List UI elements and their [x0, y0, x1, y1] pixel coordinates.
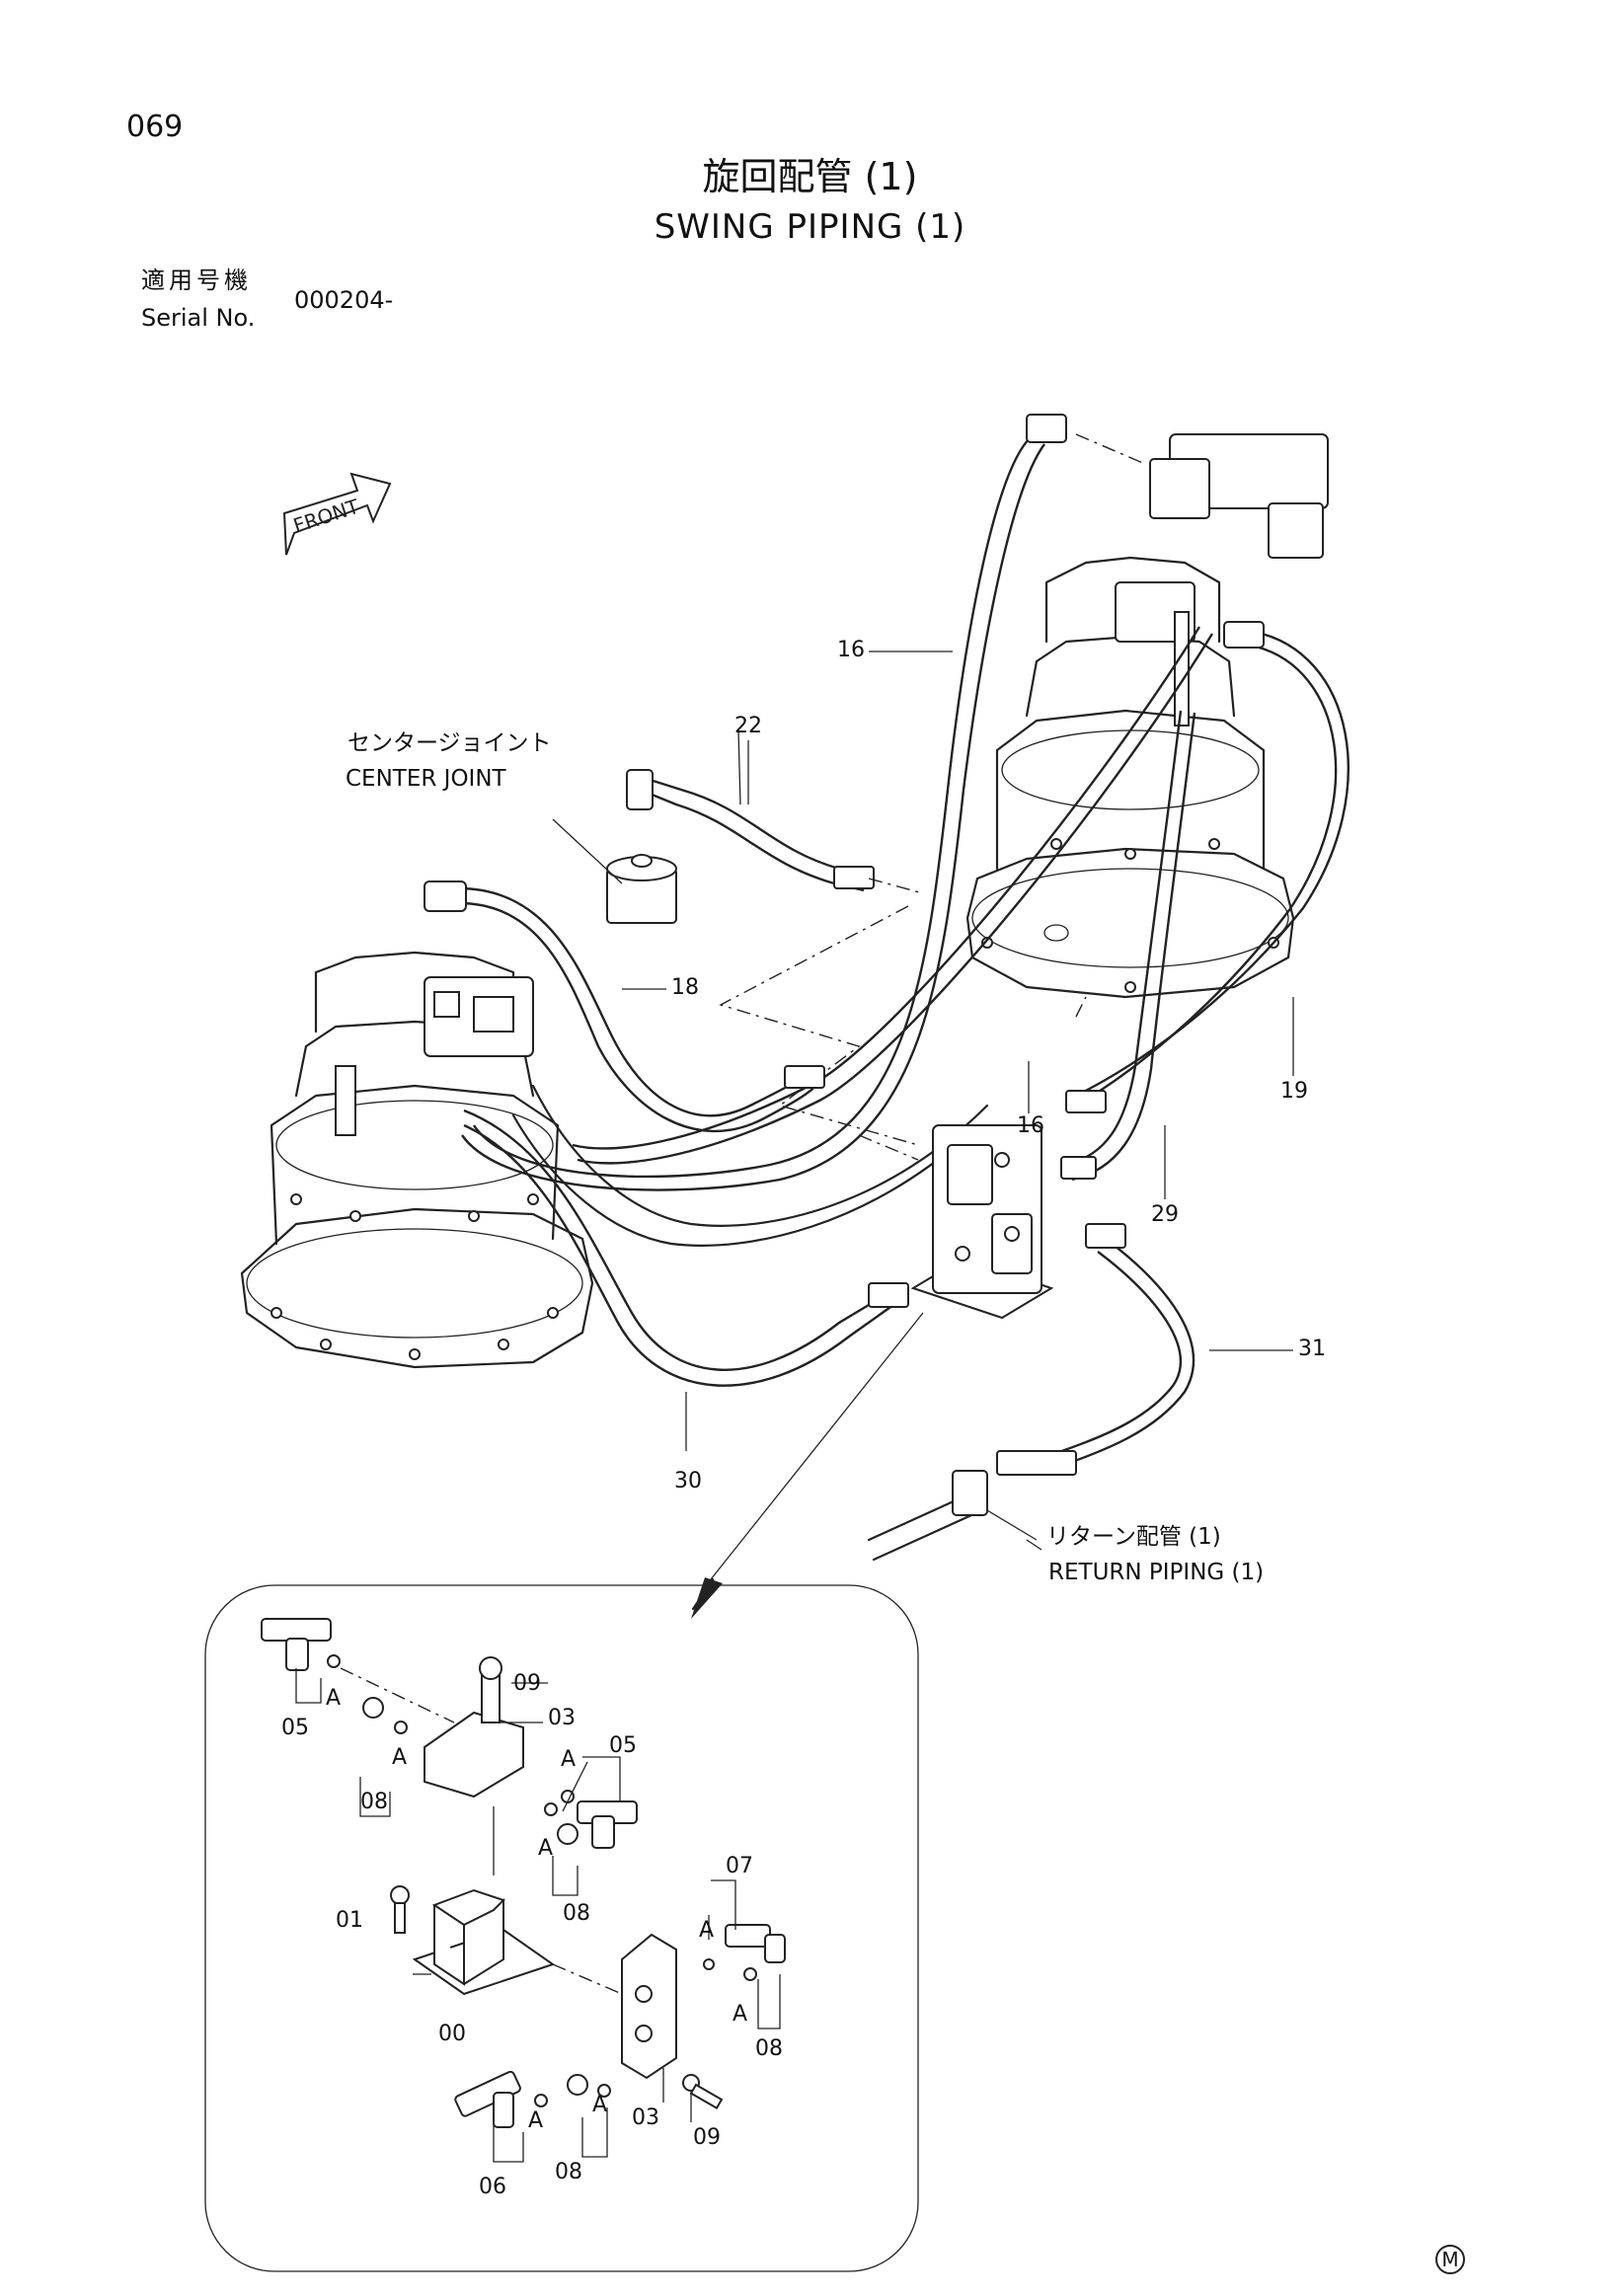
callout-16-lower: 16 [1017, 1113, 1044, 1138]
callout-30: 30 [674, 1469, 702, 1493]
hose-30 [463, 1109, 909, 1451]
detail-tee-05a [261, 1618, 332, 1671]
valve-block-assembly [910, 1124, 1054, 1320]
detail-callout-08-c: 08 [755, 2036, 783, 2061]
detail-parts [261, 1618, 786, 2163]
detail-oring-a-8: A [592, 2093, 608, 2117]
callout-29: 29 [1151, 1202, 1179, 1227]
detail-callout-08-a: 08 [360, 1790, 388, 1814]
detail-bracket-00 [412, 1888, 556, 1996]
detail-block-03a [424, 1656, 524, 1799]
detail-oring-a-7: A [528, 2108, 544, 2133]
serial-label-jp: 適用号機 [141, 267, 252, 294]
callout-22: 22 [734, 714, 762, 738]
detail-callout-03-upper: 03 [548, 1706, 576, 1730]
detail-union-07 [725, 1924, 786, 1963]
thick-hoses [511, 1084, 989, 1247]
detail-oring-a-4: A [538, 1836, 554, 1861]
page-number: 069 [126, 110, 184, 144]
detail-callout-09-upper: 09 [513, 1671, 541, 1696]
detail-frame [204, 1584, 919, 2272]
hose-29 [1060, 710, 1196, 1182]
detail-callout-07: 07 [726, 1854, 753, 1878]
detail-callout-00: 00 [438, 2022, 466, 2046]
serial-value: 000204- [294, 286, 394, 314]
detail-oring-a-5: A [699, 1918, 715, 1943]
center-joint-label-jp: センタージョイント [347, 730, 552, 756]
callout-16-upper: 16 [837, 638, 865, 662]
center-joint [552, 818, 677, 924]
callout-18: 18 [671, 975, 699, 1000]
hose-19 [1065, 621, 1350, 1113]
detail-tee-06 [454, 2070, 521, 2128]
detail-tee-05b [577, 1800, 638, 1849]
detail-oring-a-3: A [561, 1747, 577, 1772]
return-pipe [867, 1470, 1038, 1562]
detail-callout-03-lower: 03 [632, 2105, 659, 2130]
page-title-jp: 旋回配管 (1) [702, 155, 918, 198]
detail-callout-08-b: 08 [563, 1901, 590, 1926]
return-piping-label-en: RETURN PIPING (1) [1048, 1560, 1265, 1585]
return-piping-label-jp: リターン配管 (1) [1046, 1524, 1221, 1550]
callout-31: 31 [1298, 1337, 1326, 1361]
detail-bolt-01 [390, 1885, 410, 1934]
hose-16 [461, 414, 1214, 1191]
front-arrow: FRONT [282, 472, 392, 556]
callout-leaders [622, 651, 1294, 1551]
detail-callout-05-left: 05 [281, 1716, 309, 1740]
left-swing-motor [240, 951, 594, 1369]
serial-label-en: Serial No. [141, 304, 256, 332]
detail-callout-01: 01 [336, 1908, 363, 1933]
corner-mark: M [1435, 2245, 1465, 2274]
detail-oring-a-2: A [392, 1745, 408, 1770]
detail-callout-06: 06 [479, 2175, 506, 2199]
detail-callout-08-d: 08 [555, 2160, 582, 2184]
detail-callout-09-lower: 09 [693, 2125, 721, 2150]
page-title-en: SWING PIPING (1) [654, 207, 966, 247]
hose-18 [424, 880, 825, 1133]
detail-callout-05-right: 05 [609, 1733, 637, 1758]
hose-31 [996, 1223, 1196, 1476]
detail-block-03b [621, 1933, 677, 2080]
center-joint-label-en: CENTER JOINT [346, 766, 506, 792]
right-swing-motor [965, 433, 1329, 999]
callout-19: 19 [1280, 1079, 1308, 1104]
detail-oring-a-1: A [326, 1686, 342, 1711]
detail-oring-a-6: A [733, 2002, 748, 2027]
pipe-22 [626, 729, 875, 892]
